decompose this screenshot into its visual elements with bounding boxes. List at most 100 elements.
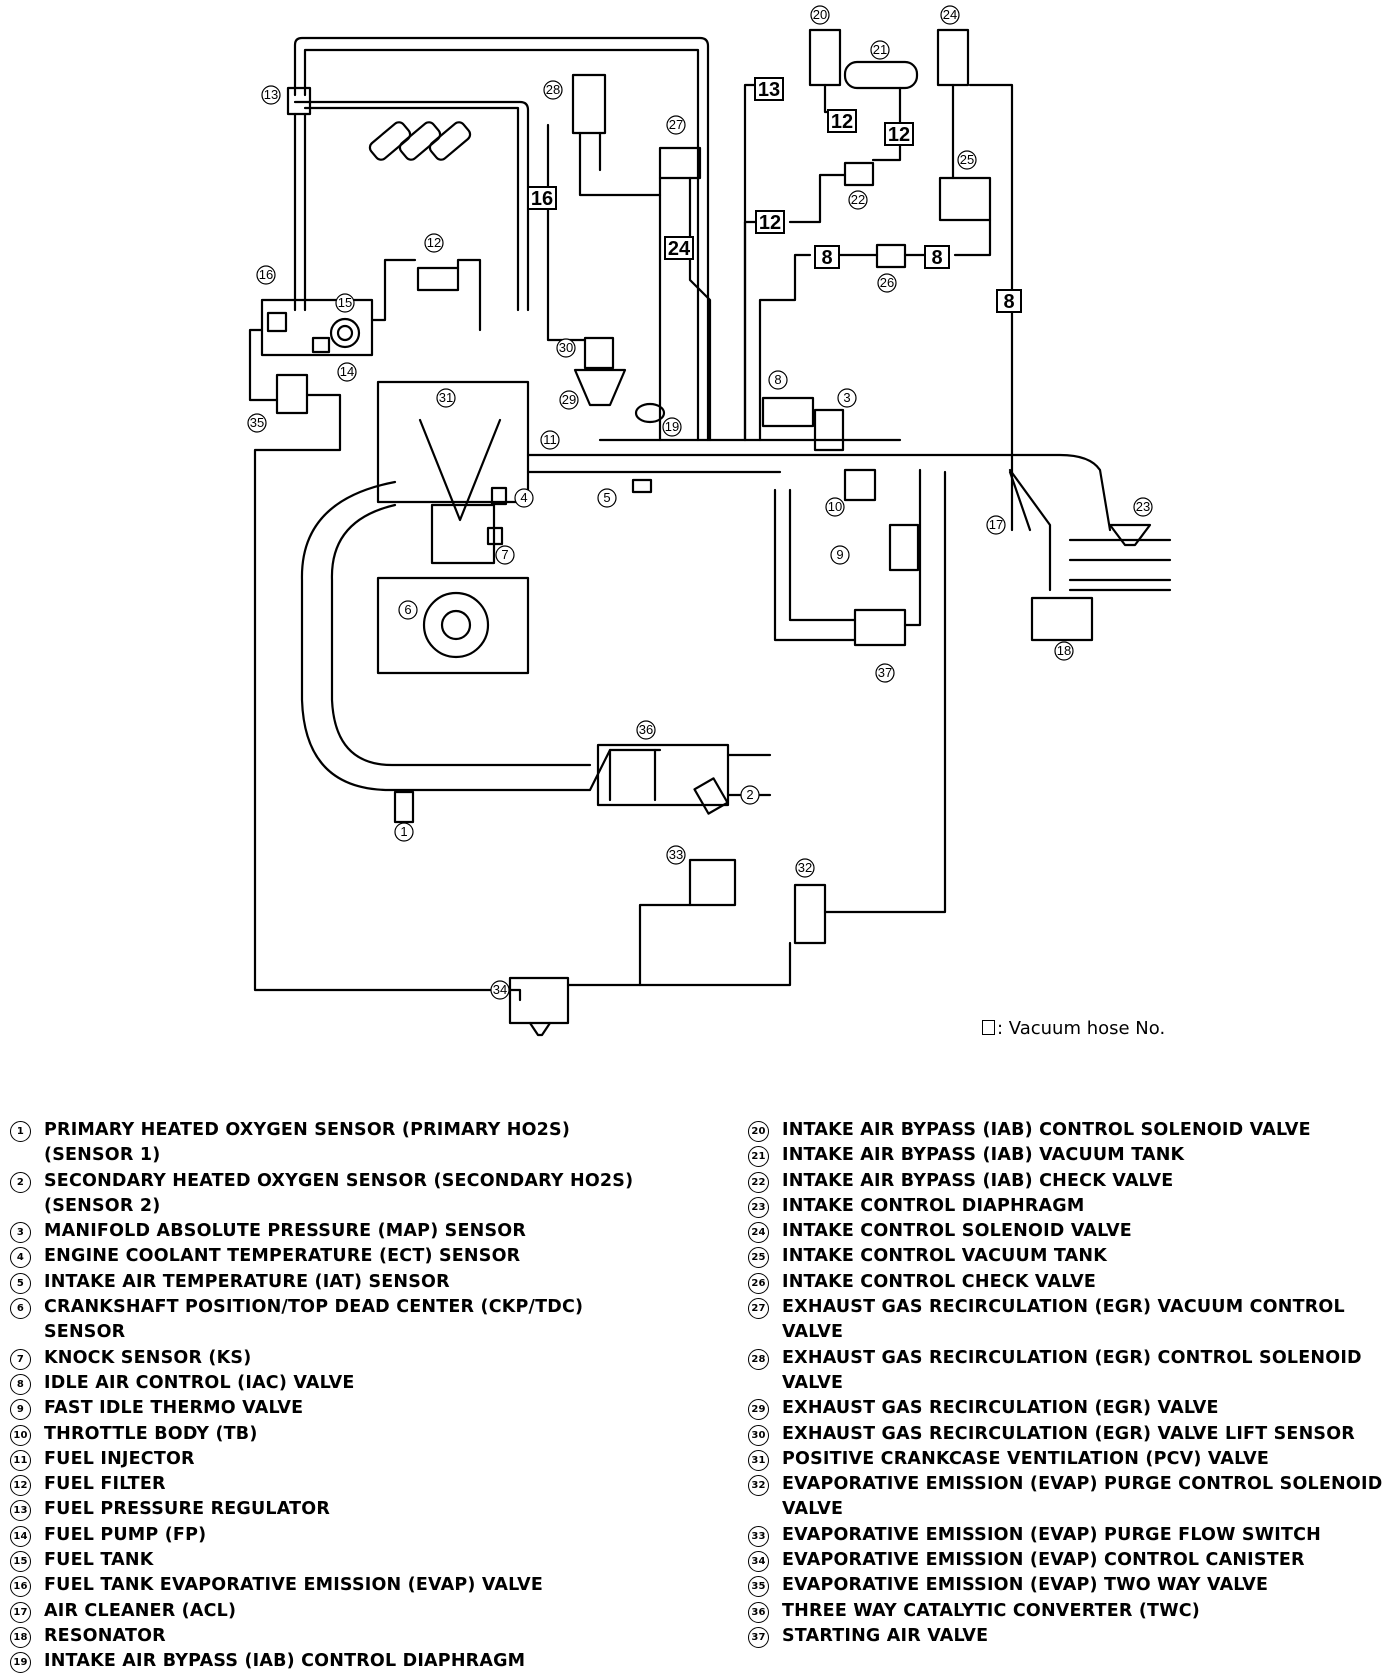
legend-text: STARTING AIR VALVE: [782, 1625, 989, 1646]
callout-21: 21: [870, 40, 890, 60]
legend-number: 37: [748, 1626, 769, 1648]
fast-idle-thermo-valve: [888, 523, 920, 572]
intake-manifold-lower: [526, 470, 1032, 532]
callout-35: 35: [247, 413, 267, 433]
legend-text: FAST IDLE THERMO VALVE: [44, 1398, 304, 1419]
iab-control-solenoid-valve: [808, 28, 842, 87]
callout-7: 7: [495, 545, 515, 565]
legend-number: 25: [748, 1247, 769, 1269]
callout-34: 34: [490, 980, 510, 1000]
callout-15: 15: [335, 293, 355, 313]
svg-text:26: 26: [880, 275, 894, 290]
svg-text:23: 23: [1136, 499, 1150, 514]
legend-text: INTAKE AIR BYPASS (IAB) VACUUM TANK: [782, 1145, 1185, 1166]
svg-text:8: 8: [821, 247, 832, 269]
svg-text:8: 8: [1003, 291, 1014, 313]
hose-label-24: 24: [664, 236, 694, 260]
evap-purge-control-solenoid-valve: [793, 883, 827, 945]
hose-label-12a: 12: [827, 109, 857, 133]
svg-text:12: 12: [759, 212, 781, 234]
svg-text:32: 32: [798, 860, 812, 875]
svg-text:4: 4: [520, 490, 527, 505]
svg-text:22: 22: [851, 192, 865, 207]
svg-text:37: 37: [878, 665, 892, 680]
svg-text:3: 3: [843, 390, 850, 405]
intake-control-check-valve: [875, 243, 907, 269]
legend-number: 14: [10, 1525, 31, 1547]
svg-text:8: 8: [931, 247, 942, 269]
legend-number: 34: [748, 1551, 769, 1573]
svg-text:34: 34: [493, 982, 507, 997]
legend-text: EVAPORATIVE EMISSION (EVAP) TWO WAY VALV…: [782, 1575, 1269, 1596]
svg-text:35: 35: [250, 415, 264, 430]
vacuum-hose-routing-diagram: 1 2 3 4 5 6 7 8 9 10 11 12 13 14 15 16 1…: [247, 5, 1172, 1037]
hose-label-12c: 12: [755, 210, 785, 234]
svg-text:5: 5: [603, 490, 610, 505]
svg-text:10: 10: [828, 499, 842, 514]
callout-4: 4: [514, 488, 534, 508]
crankcase: [376, 576, 530, 675]
legend-text: MANIFOLD ABSOLUTE PRESSURE (MAP) SENSOR: [44, 1221, 527, 1242]
three-way-catalytic-converter: [596, 743, 730, 807]
callout-14: 14: [337, 362, 357, 382]
legend-number: 6: [10, 1298, 31, 1320]
legend-text: INTAKE CONTROL DIAPHRAGM: [782, 1195, 1085, 1216]
piston: [430, 503, 496, 565]
legend-number: 9: [10, 1399, 31, 1421]
legend-number: 27: [748, 1298, 769, 1320]
legend-text: INTAKE AIR BYPASS (IAB) CONTROL SOLENOID…: [782, 1120, 1311, 1140]
legend-text: INTAKE AIR BYPASS (IAB) CHECK VALVE: [782, 1170, 1174, 1191]
map-sensor: [813, 408, 845, 452]
evap-valve-16: [266, 311, 288, 333]
callout-17: 17: [986, 515, 1006, 535]
fuel-pressure-regulator: [286, 86, 312, 116]
callout-25: 25: [957, 150, 977, 170]
callout-28: 28: [543, 80, 563, 100]
air-cleaner-duct: [1008, 468, 1052, 592]
callout-12: 12: [424, 233, 444, 253]
egr-valve-lift-sensor: [583, 336, 615, 370]
hose-label-13: 13: [754, 77, 784, 101]
fuel-rail-inner: [303, 106, 520, 312]
svg-text:36: 36: [639, 722, 653, 737]
legend-number: 4: [10, 1247, 31, 1269]
legend-text: EXHAUST GAS RECIRCULATION (EGR) VACUUM C…: [782, 1297, 1345, 1343]
legend-number: 12: [10, 1475, 31, 1497]
callout-8: 8: [768, 370, 788, 390]
legend-text: RESONATOR: [44, 1625, 166, 1646]
legend-text: SECONDARY HEATED OXYGEN SENSOR (SECONDAR…: [44, 1170, 634, 1216]
svg-text:11: 11: [543, 432, 557, 447]
svg-text:28: 28: [546, 82, 560, 97]
legend-number: 28: [748, 1348, 769, 1370]
hose-label-8a: 8: [814, 245, 840, 269]
legend-number: 15: [10, 1551, 31, 1573]
hose-label-8b: 8: [924, 245, 950, 269]
legend-text: INTAKE AIR BYPASS (IAB) CONTROL DIAPHRAG…: [44, 1651, 526, 1672]
evap-purge-flow-switch: [688, 858, 737, 907]
svg-text:20: 20: [813, 7, 827, 22]
legend-text: EVAPORATIVE EMISSION (EVAP) PURGE CONTRO…: [782, 1474, 1383, 1520]
callout-22: 22: [848, 190, 868, 210]
legend-number: 17: [10, 1601, 31, 1623]
evap-control-canister: [508, 976, 570, 1025]
starting-air-valve: [853, 608, 907, 647]
svg-text:1: 1: [400, 824, 407, 839]
legend-text: THREE WAY CATALYTIC CONVERTER (TWC): [782, 1600, 1200, 1621]
svg-text:27: 27: [669, 117, 683, 132]
legend-text: FUEL TANK: [44, 1550, 154, 1571]
legend-number: 19: [10, 1652, 31, 1674]
legend-item-9: 9 FAST IDLE THERMO VALVE: [10, 1396, 650, 1421]
callout-29: 29: [559, 390, 579, 410]
intake-manifold-upper: [526, 453, 1112, 532]
callout-26: 26: [877, 273, 897, 293]
